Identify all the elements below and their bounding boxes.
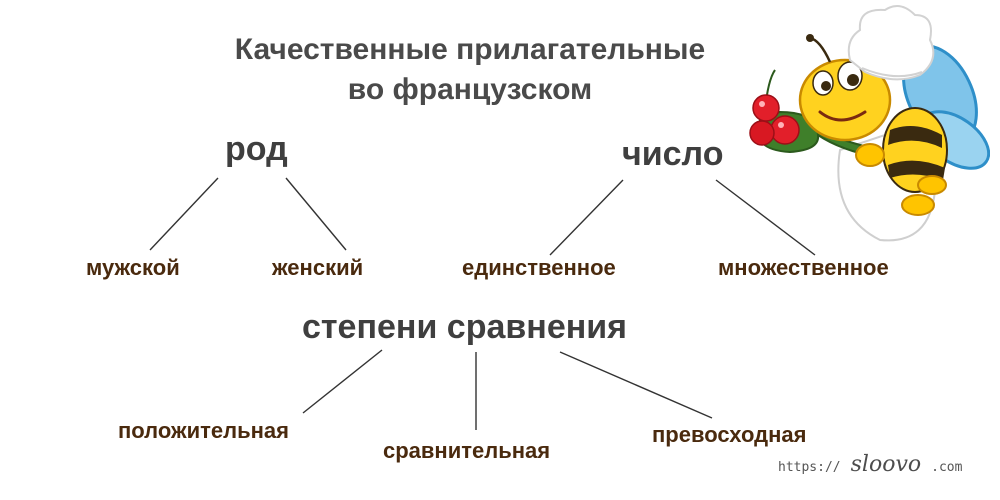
bee-chef-mascot-icon (749, 5, 990, 242)
item-masculine: мужской (86, 255, 180, 280)
connector-gender-masculine (149, 177, 219, 251)
item-positive: положительная (118, 418, 290, 443)
item-feminine: женский (272, 255, 364, 280)
category-gender: род (225, 130, 288, 168)
connector-gender-feminine (285, 177, 347, 251)
connector-number-plural (715, 179, 816, 256)
watermark: https:// sloovo .com (778, 452, 962, 477)
watermark-tld: .com (931, 460, 963, 475)
watermark-protocol: https:// (778, 460, 841, 475)
item-plural: множественное (718, 255, 889, 280)
connector-comparison-positive (302, 349, 383, 414)
category-comparison: степени сравнения (302, 308, 628, 346)
item-comparative: сравнительная (383, 438, 551, 463)
connector-comparison-superlative (559, 351, 713, 419)
item-superlative: превосходная (652, 422, 807, 447)
category-number: число (622, 135, 724, 173)
item-singular: единственное (462, 255, 616, 280)
diagram-title: Качественные прилагательные во французск… (170, 30, 770, 110)
title-line-1: Качественные прилагательные (234, 33, 706, 66)
watermark-brand: sloovo (850, 452, 922, 477)
connector-number-singular (549, 179, 624, 256)
title-line-2: во французском (347, 73, 593, 106)
